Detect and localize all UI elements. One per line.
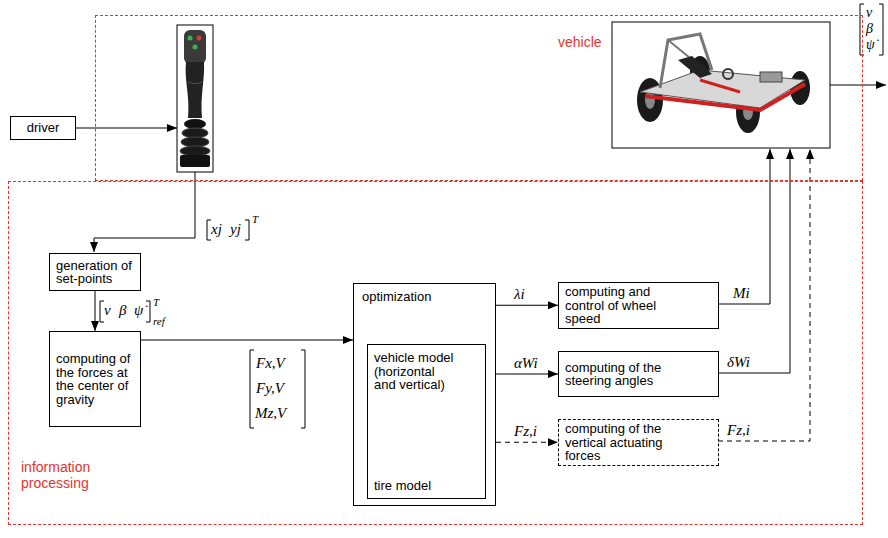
region-label: vehicle bbox=[558, 34, 638, 50]
connector-arrow bbox=[95, 291, 96, 331]
connector-arrow bbox=[141, 340, 353, 341]
vehicle-picture bbox=[612, 22, 830, 148]
box-text: optimization bbox=[362, 290, 487, 304]
process-box: computing of the forces at the center of… bbox=[49, 331, 141, 427]
math-label: ψ̇ bbox=[866, 37, 875, 53]
math-label: β bbox=[866, 21, 873, 37]
edge-label: αWi bbox=[514, 355, 538, 371]
box-text: computing of the vertical actuating forc… bbox=[565, 422, 683, 463]
math-label: β bbox=[119, 302, 126, 318]
math-label: Mi bbox=[733, 285, 750, 301]
driver-box: driver bbox=[10, 116, 76, 140]
connector-arrow bbox=[496, 305, 558, 306]
processing-region: information processing generation of set-… bbox=[8, 181, 863, 525]
vertical-force-arrow bbox=[718, 149, 810, 441]
optimization-box: optimization vehicle model (horizontal an… bbox=[353, 283, 496, 506]
box-text: tire model bbox=[374, 479, 458, 493]
box-text: computing of the forces at the center of… bbox=[56, 352, 134, 406]
process-box: computing of the vertical actuating forc… bbox=[558, 419, 719, 466]
joystick-arrow bbox=[94, 172, 195, 252]
edge-label: Fz,i bbox=[514, 423, 537, 439]
math-label: T bbox=[252, 211, 258, 227]
model-box: vehicle model (horizontal and vertical) t… bbox=[367, 344, 486, 499]
box-text: generation of set-points bbox=[56, 259, 134, 286]
process-box: generation of set-points bbox=[49, 253, 141, 291]
vehicle-region: vehicle bbox=[95, 15, 863, 181]
steering-arrow bbox=[718, 149, 790, 373]
box-text: driver bbox=[27, 121, 60, 135]
edge-label: λi bbox=[514, 286, 525, 302]
box-text: vehicle model (horizontal and vertical) bbox=[374, 351, 458, 392]
math-label: yj bbox=[230, 221, 241, 237]
math-label: T bbox=[153, 294, 159, 310]
output-arrow bbox=[830, 85, 886, 86]
math-label: Fz,i bbox=[727, 422, 750, 438]
math-label: Fx,V bbox=[256, 355, 285, 371]
math-label: ν bbox=[104, 302, 111, 318]
driver-arrow bbox=[76, 128, 177, 129]
math-label: ref bbox=[153, 313, 165, 329]
region-label: information processing bbox=[21, 459, 111, 491]
connector-arrow bbox=[496, 374, 558, 375]
box-text: computing and control of wheel speed bbox=[565, 285, 677, 326]
box-text: computing of the steering angles bbox=[565, 361, 677, 388]
process-box: computing and control of wheel speed bbox=[558, 282, 719, 329]
math-label: ν bbox=[866, 5, 872, 21]
process-box: computing of the steering angles bbox=[558, 351, 719, 397]
torque-arrow bbox=[718, 149, 770, 304]
connector-arrow bbox=[496, 442, 558, 443]
math-label: Mz,V bbox=[255, 405, 286, 421]
math-label: δWi bbox=[727, 354, 750, 370]
math-label: xj bbox=[211, 221, 222, 237]
math-label: Fy,V bbox=[256, 380, 284, 396]
math-label: ψ̇ bbox=[134, 302, 143, 318]
joystick-picture bbox=[177, 25, 213, 172]
